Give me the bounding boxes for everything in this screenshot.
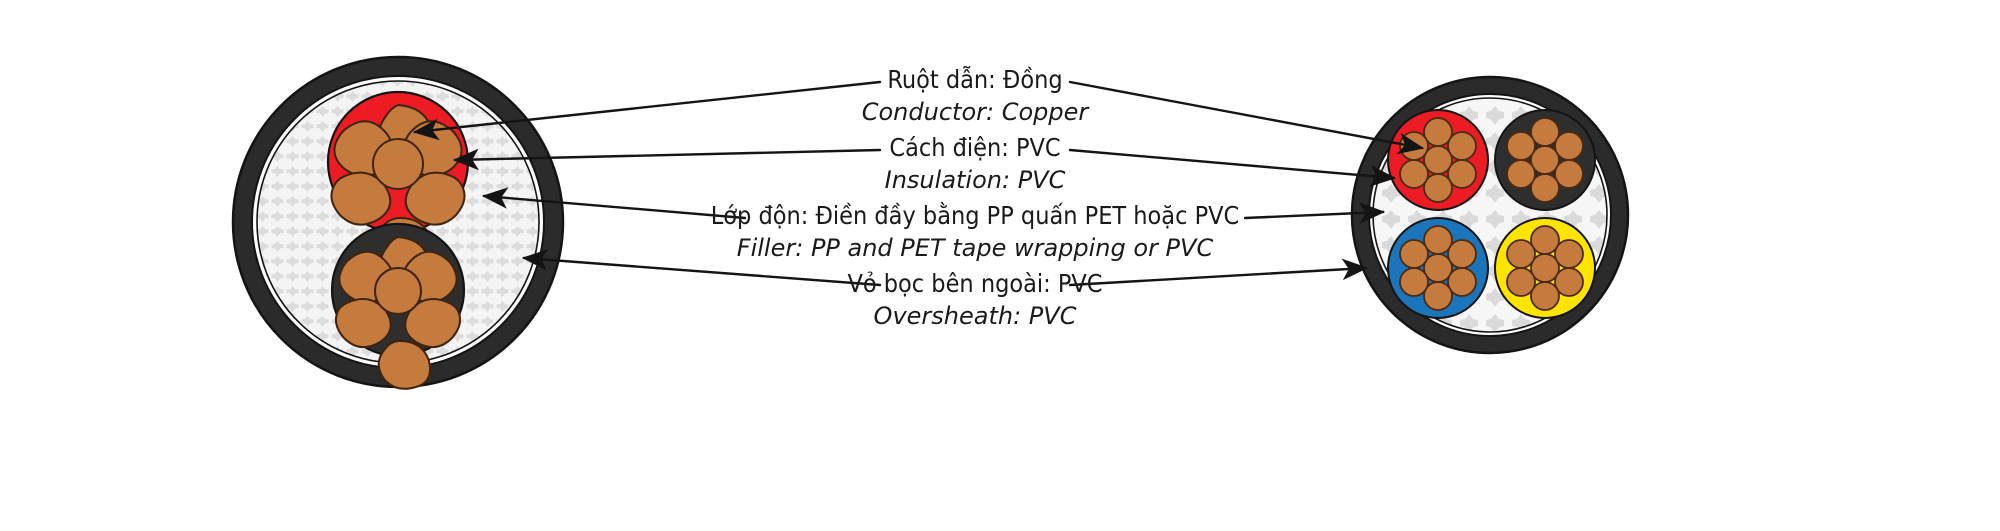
copper-strand [1530, 117, 1560, 147]
leader-conductor-right [1068, 80, 1425, 155]
copper-strand-center [372, 138, 424, 190]
copper-strand [1554, 131, 1584, 161]
copper-strand [377, 339, 432, 390]
core-red [1387, 109, 1489, 211]
leader-lines [412, 80, 1425, 287]
four-core-cable [1350, 75, 1630, 355]
label-conductor-en: Conductor: Copper [862, 98, 1091, 126]
label-conductor: Ruột dẫn: Đồng Conductor: Copper [862, 65, 1091, 126]
copper-strand [1447, 131, 1477, 161]
leader-oversheath-right [1068, 258, 1369, 287]
copper-strand [1530, 281, 1560, 311]
conductor-strands-yellow [1506, 225, 1584, 311]
leader-filler-right [1243, 202, 1386, 224]
conductor-strands-black [334, 235, 462, 390]
core-yellow [1494, 217, 1596, 319]
copper-strand [1447, 239, 1477, 269]
copper-strand [1506, 267, 1536, 297]
copper-strand [1423, 281, 1453, 311]
leader-oversheath-left [521, 249, 882, 287]
core-blue [1387, 217, 1489, 319]
copper-strand [1506, 239, 1536, 269]
label-filler-en: Filler: PP and PET tape wrapping or PVC [737, 234, 1214, 262]
copper-strand [1554, 239, 1584, 269]
label-oversheath-en: Oversheath: PVC [874, 302, 1077, 330]
conductor-strands-black [1506, 117, 1584, 203]
copper-strand [1423, 225, 1453, 255]
copper-strand [1530, 173, 1560, 203]
label-conductor-vi: Ruột dẫn: Đồng [887, 65, 1062, 94]
label-filler: Lớp độn: Điền đầy bằng PP quấn PET hoặc … [711, 201, 1240, 262]
leader-insulation-right [1068, 148, 1397, 187]
copper-strand [1423, 117, 1453, 147]
copper-strand [1423, 173, 1453, 203]
copper-strand [1530, 225, 1560, 255]
label-filler-vi: Lớp độn: Điền đầy bằng PP quấn PET hoặc … [711, 201, 1240, 230]
copper-strand [1399, 239, 1429, 269]
copper-strand [1447, 267, 1477, 297]
leader-insulation-left [452, 148, 882, 171]
copper-strand-center [374, 267, 422, 315]
copper-strand [1506, 131, 1536, 161]
core-black [1494, 109, 1596, 211]
conductor-strands-blue [1399, 225, 1477, 311]
copper-strand [1506, 159, 1536, 189]
label-insulation-en: Insulation: PVC [885, 166, 1066, 194]
leader-conductor-left [412, 80, 882, 141]
leader-filler-left [481, 187, 747, 220]
copper-strand [1554, 159, 1584, 189]
copper-strand [1447, 159, 1477, 189]
copper-strand [1554, 267, 1584, 297]
copper-strand [1399, 267, 1429, 297]
label-insulation-vi: Cách điện: PVC [889, 133, 1060, 162]
label-oversheath-vi: Vỏ bọc bên ngoài: PVC [847, 269, 1102, 298]
label-insulation: Cách điện: PVC Insulation: PVC [885, 133, 1066, 194]
core-black [330, 222, 466, 390]
two-core-cable [231, 55, 565, 390]
label-oversheath: Vỏ bọc bên ngoài: PVC Oversheath: PVC [847, 269, 1102, 330]
copper-strand [1399, 159, 1429, 189]
